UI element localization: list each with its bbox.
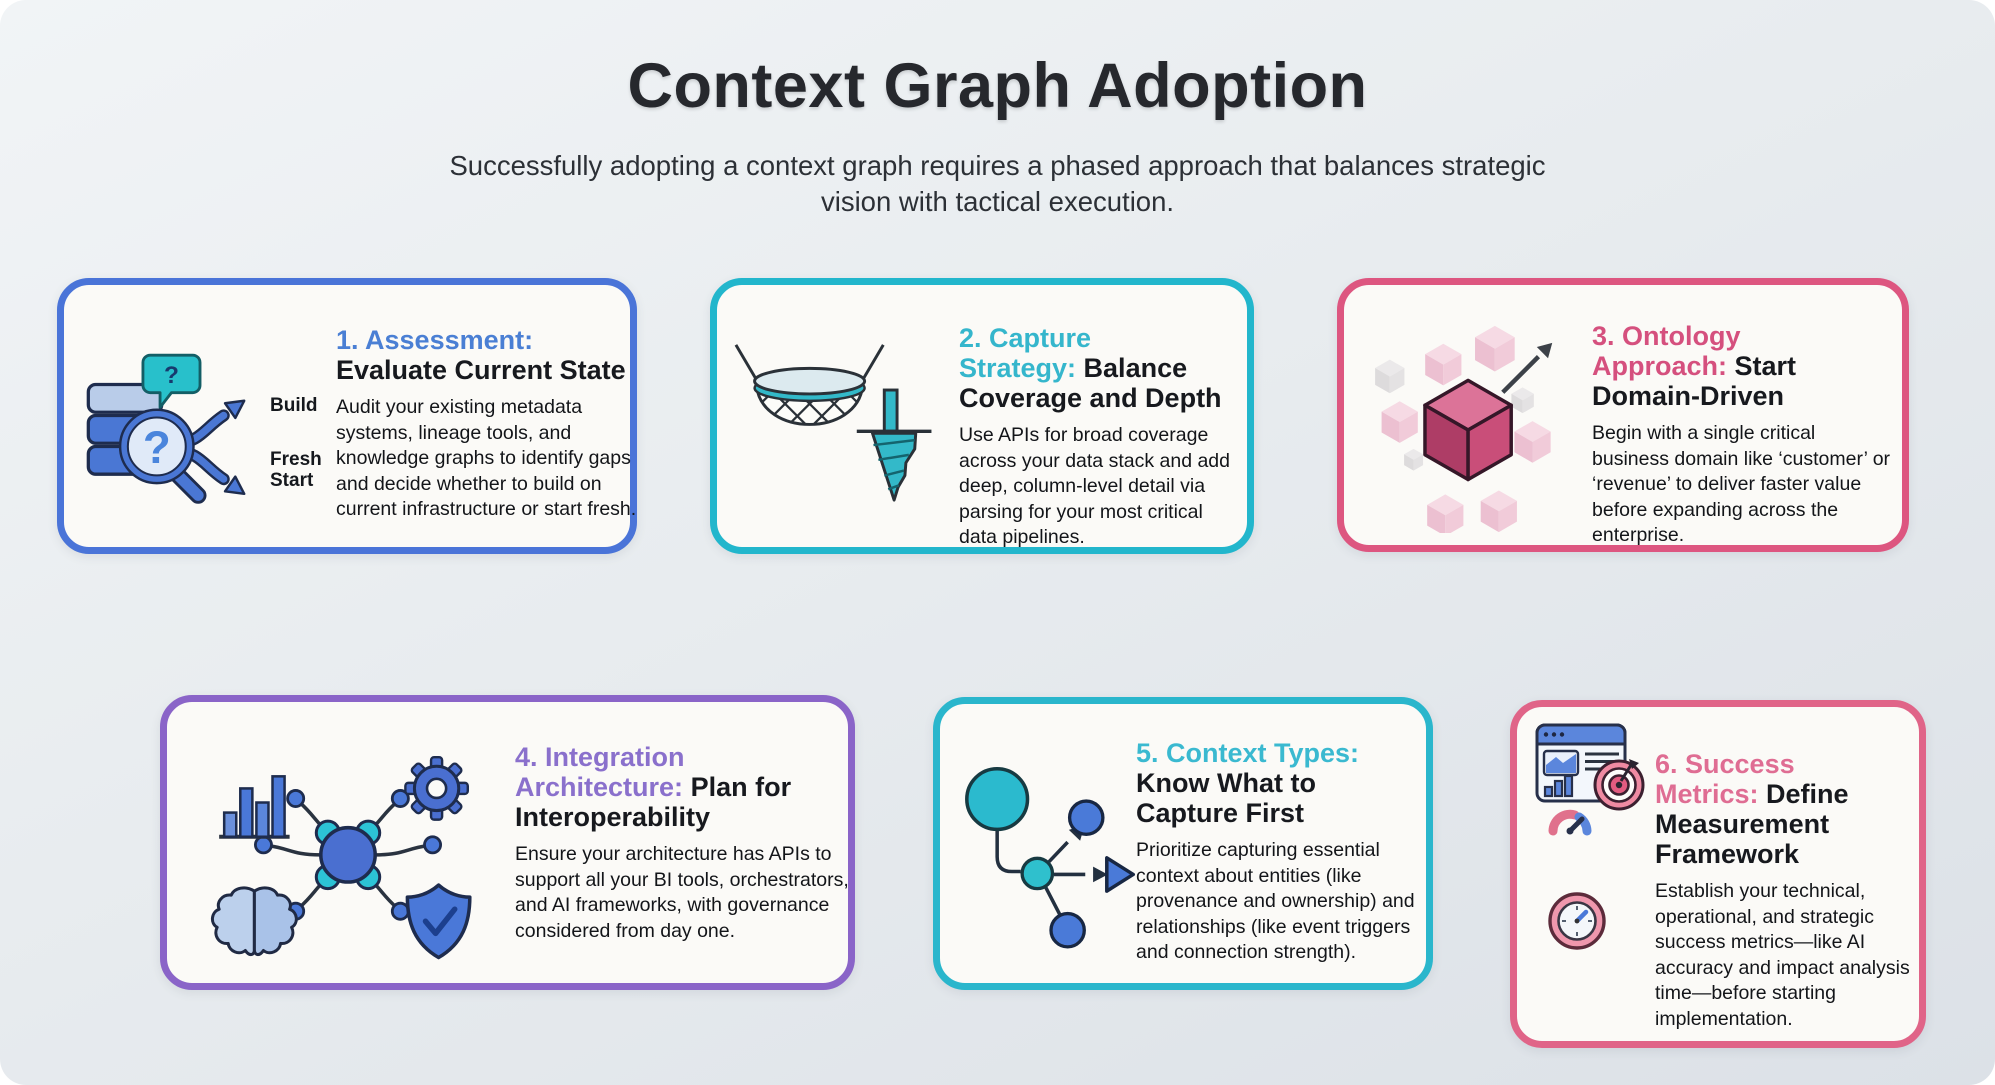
card-text: 2. Capture Strategy: Balance Coverage an… [959,323,1241,551]
card-body: Use APIs for broad coverage across your … [959,424,1230,548]
card-text: 4. Integration Architecture: Plan for In… [515,742,853,944]
question-bubble-icon [141,353,202,409]
cube-cluster-icon [1375,325,1553,534]
brain-icon [210,886,298,957]
hub-network-icon [210,756,472,960]
card-text: 6. Success Metrics: Define Measurement F… [1655,749,1921,1032]
card-text: 3. Ontology Approach: Start Domain-Drive… [1592,321,1894,549]
card-assessment: ? ? Build Fresh Start 1. Assessment: Eva… [57,278,637,554]
card-heading: 3. Ontology Approach: Start Domain-Drive… [1592,321,1797,411]
bar-chart-icon [219,775,290,839]
card-heading: 1. Assessment: Evaluate Current State [336,325,626,385]
card-capture-strategy: 2. Capture Strategy: Balance Coverage an… [710,278,1254,554]
branch-label-build: Build [270,395,318,416]
page-title: Context Graph Adoption [627,51,1368,121]
card-heading: 4. Integration Architecture: Plan for In… [515,742,792,832]
card-body: Ensure your architecture has APIs to sup… [515,843,849,942]
card-body: Begin with a single critical business do… [1592,422,1891,546]
card-context-types: 5. Context Types: Know What to Capture F… [933,697,1433,990]
svg-text:?: ? [164,362,179,389]
card-integration-architecture: 4. Integration Architecture: Plan for In… [160,695,855,990]
database-audit-icon: ? ? [86,353,246,504]
clock-icon [1548,892,1606,950]
card-text: 5. Context Types: Know What to Capture F… [1136,738,1428,966]
card-heading: 6. Success Metrics: Define Measurement F… [1655,749,1849,869]
svg-text:?: ? [143,422,171,473]
main-cube [1423,378,1513,482]
card-success-metrics: 6. Success Metrics: Define Measurement F… [1510,700,1926,1048]
drill-icon [856,388,932,502]
card-text: 1. Assessment: Evaluate Current State Au… [336,325,638,523]
bullseye-icon [1593,759,1645,811]
card-heading: 2. Capture Strategy: Balance Coverage an… [959,323,1222,413]
branch-label-fresh-start: Fresh Start [270,449,322,491]
net-and-drill-icon [734,344,932,502]
speedometer-icon [1548,809,1592,836]
gear-icon [404,756,469,821]
card-body: Establish your technical, operational, a… [1655,880,1910,1030]
hub-node [319,825,377,884]
magnifier-icon: ? [118,408,207,504]
node-graph-icon [965,766,1135,949]
page-subtitle: Successfully adopting a context graph re… [449,150,1546,218]
card-body: Prioritize capturing essential context a… [1136,839,1415,963]
card-heading: 5. Context Types: Know What to Capture F… [1136,738,1360,828]
shield-check-icon [405,883,472,960]
card-body: Audit your existing metadata systems, li… [336,396,637,520]
dashboard-target-icon [1535,723,1645,836]
card-ontology-approach: 3. Ontology Approach: Start Domain-Drive… [1337,278,1909,552]
